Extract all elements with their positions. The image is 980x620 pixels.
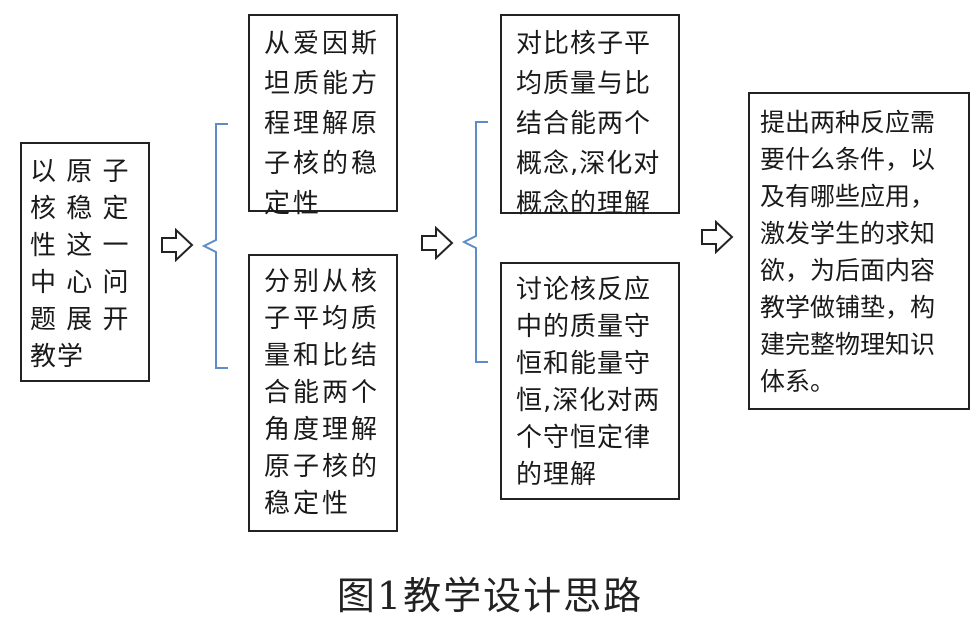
group1-box-1-line-5: 定性 [264,189,323,219]
start-line-6: 教学 [30,342,85,372]
group2-box-2-line-6: 的理解 [516,460,598,490]
group1-box-2-line-3: 量和比结 [264,341,381,371]
group2-box-1-line-4: 概念,深化对 [516,149,661,179]
group2-box-1-line-3: 结合能两个 [516,109,652,139]
start-box: 以 原 子 核 稳 定 性 这 一 中 心 问 题 展 开 教学 [20,142,150,382]
arrow-icon [161,228,194,262]
start-line-1: 以 原 子 [30,157,130,187]
arrow-icon [701,220,734,254]
start-line-2: 核 稳 定 [30,194,130,224]
group1-box-1-line-1: 从爱因斯 [264,29,381,59]
group2-box-1-line-1: 对比核子平 [516,29,652,59]
group2-box-2-line-5: 个守恒定律 [516,423,652,453]
group1-box-2-line-5: 角度理解 [264,415,381,445]
group1-box-1-line-2: 坦质能方 [264,69,381,99]
group1-box-2-line-1: 分别从核 [264,267,381,297]
group2-box-2: 讨论核反应 中的质量守 恒和能量守 恒,深化对两 个守恒定律 的理解 [500,262,680,500]
end-line-1: 提出两种反应需 [760,108,936,137]
group2-box-2-line-2: 中的质量守 [516,312,652,342]
start-line-4: 中 心 问 [30,268,130,298]
group1-box-2-line-7: 稳定性 [264,489,352,519]
end-line-3: 及有哪些应用， [760,182,936,211]
figure-caption: 图1教学设计思路 [336,574,644,618]
end-line-2: 要什么条件，以 [760,145,936,174]
group1-box-1-line-4: 子核的稳 [264,149,381,179]
end-line-8: 体系。 [760,367,836,396]
group2-box-2-line-1: 讨论核反应 [516,275,652,305]
brace-1 [201,123,228,369]
group1-box-2: 分别从核 子平均质 量和比结 合能两个 角度理解 原子核的 稳定性 [248,254,398,532]
group1-box-2-line-6: 原子核的 [264,452,381,482]
group2-box-1-line-5: 概念的理解 [516,189,652,219]
group1-box-1-line-3: 程理解原 [264,109,381,139]
start-line-3: 性 这 一 [30,231,130,261]
group1-box-2-line-4: 合能两个 [264,378,381,408]
group2-box-1-line-2: 均质量与比 [516,69,652,99]
group1-box-2-line-2: 子平均质 [264,304,381,334]
end-line-4: 激发学生的求知 [760,219,936,248]
group1-box-1: 从爱因斯 坦质能方 程理解原 子核的稳 定性 [248,14,398,219]
brace-2 [461,121,488,363]
group2-box-2-line-4: 恒,深化对两 [516,386,661,416]
group2-box-1: 对比核子平 均质量与比 结合能两个 概念,深化对 概念的理解 [500,14,680,219]
end-line-7: 建完整物理知识 [760,330,936,359]
arrow-icon [421,226,454,260]
end-line-6: 教学做铺垫，构 [760,293,936,322]
group2-box-2-line-3: 恒和能量守 [516,349,652,379]
end-box: 提出两种反应需 要什么条件，以 及有哪些应用， 激发学生的求知 欲，为后面内容 … [748,92,970,410]
start-line-5: 题 展 开 [30,305,130,335]
end-line-5: 欲，为后面内容 [760,256,936,285]
